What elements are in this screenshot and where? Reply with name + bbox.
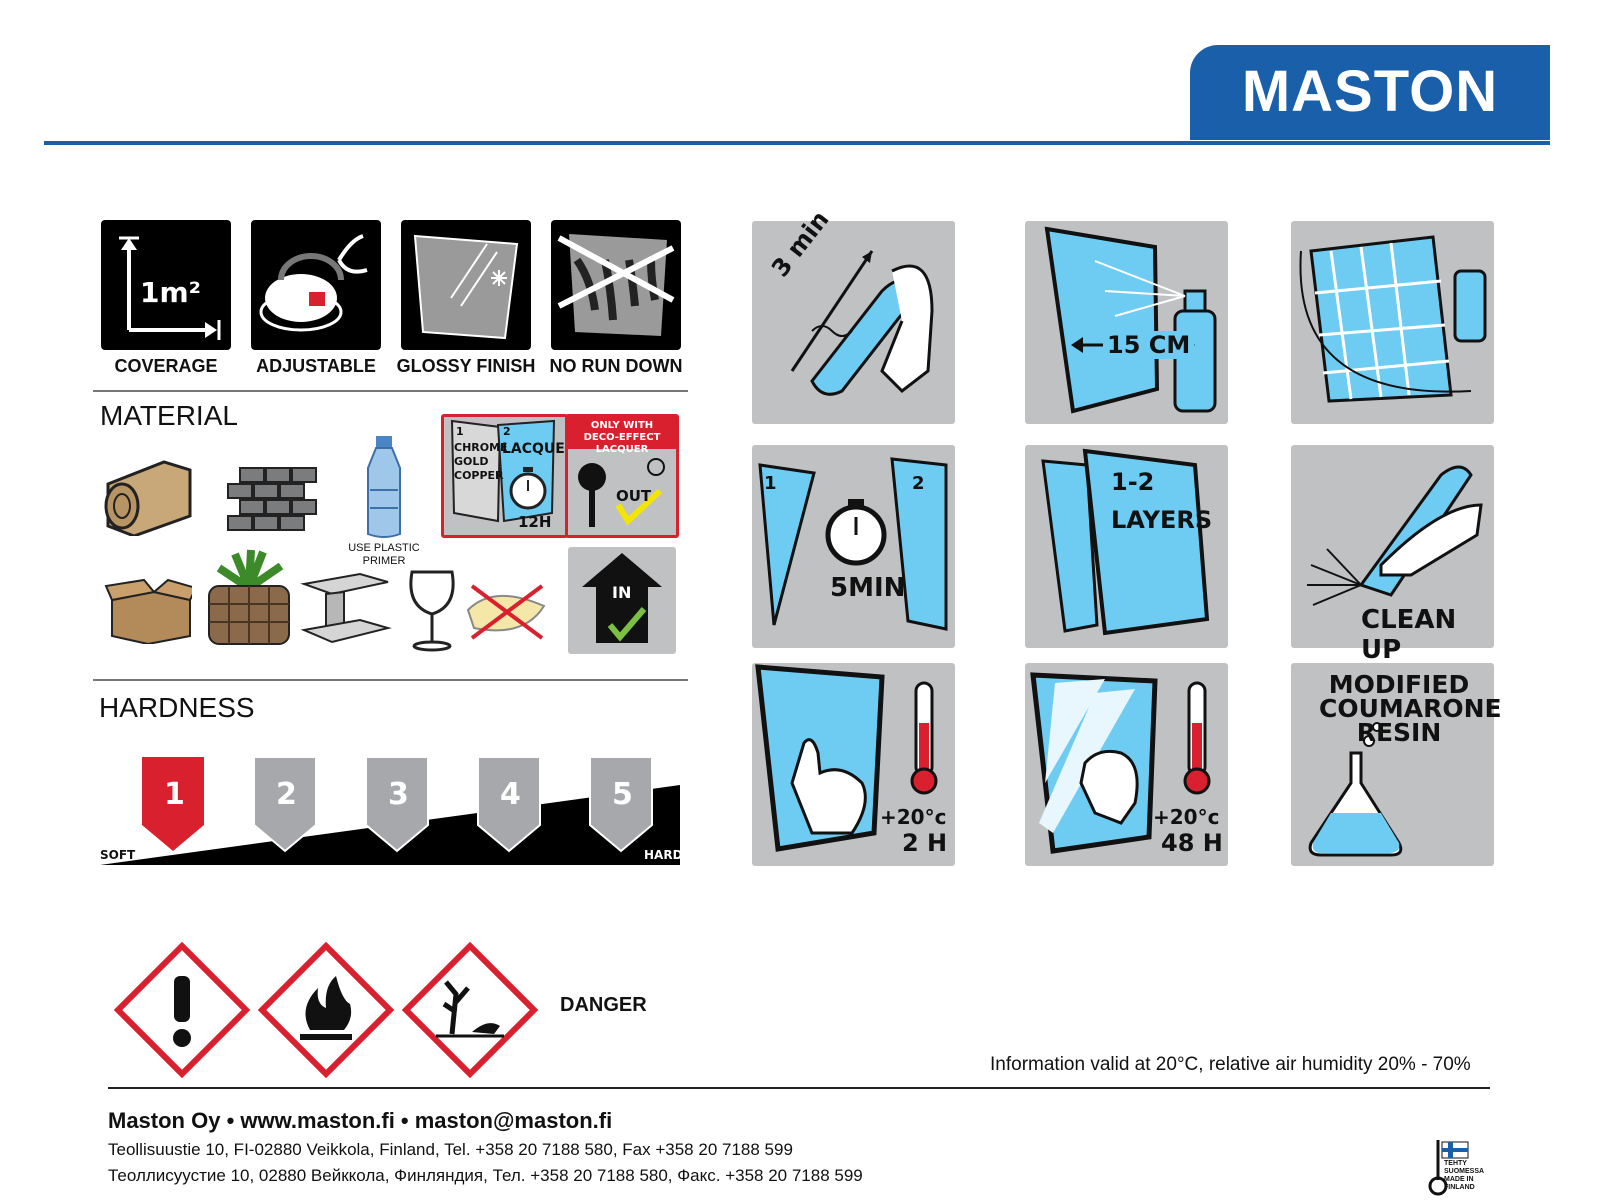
glossy-finish-icon <box>401 220 531 350</box>
indoor-panel: IN <box>568 547 676 654</box>
recoat-step-1: 1 <box>764 473 777 494</box>
handling-dry-time: 48 H <box>1161 829 1223 857</box>
exclamation-hazard-icon <box>113 941 251 1083</box>
wood-icon <box>104 454 194 541</box>
spray-distance-tile: 15 CM <box>1025 221 1228 424</box>
info-note: Information valid at 20°C, relative air … <box>990 1054 1471 1075</box>
touch-dry-temp: +20°c <box>880 805 947 829</box>
footer-company-line: Maston Oy • www.maston.fi • maston@masto… <box>108 1108 613 1133</box>
deco-step-2: 2 <box>503 425 511 438</box>
brick-icon <box>226 466 318 539</box>
outdoor-label: OUT <box>616 487 652 505</box>
spray-pattern-tile <box>1291 221 1494 424</box>
flammable-hazard-icon <box>257 941 395 1083</box>
hardness-title: HARDNESS <box>99 692 255 723</box>
no-run-down-label: NO RUN DOWN <box>549 356 683 376</box>
made-in-finland-key-icon <box>1428 1140 1508 1201</box>
layers-tile: 1-2 LAYERS <box>1025 445 1228 648</box>
deco-lacquer: LACQUER <box>502 441 576 457</box>
clean-up-tile: CLEAN UP <box>1291 445 1494 665</box>
hardness-scale <box>100 755 680 872</box>
metal-beam-icon <box>300 572 392 649</box>
deco-metals: CHROME GOLD COPPER <box>454 441 508 482</box>
recoat-time: 5MIN <box>830 573 906 603</box>
deco-only-header: ONLY WITH DECO-EFFECT LACQUER <box>583 420 661 455</box>
made-in-finland-label: TEHTY SUOMESSA MADE IN FINLAND <box>1444 1160 1484 1191</box>
deco-step-1: 1 <box>456 425 464 438</box>
hardness-level-3: 3 <box>388 777 409 812</box>
adjustable-label: ADJUSTABLE <box>256 356 376 376</box>
handling-dry-temp: +20°c <box>1153 805 1220 829</box>
header-rule <box>44 141 1550 145</box>
hardness-hard-label: HARD <box>644 848 683 862</box>
material-title: MATERIAL <box>100 400 238 431</box>
adjustable-nozzle-icon <box>251 220 381 350</box>
recoat-interval-tile: 1 2 5MIN <box>752 445 955 648</box>
handling-dry-tile: +20°c 48 H <box>1025 663 1228 866</box>
glass-icon <box>404 568 460 657</box>
resin-tile: MODIFIED COUMARONE RESIN <box>1291 663 1502 866</box>
hazard-signal-word: DANGER <box>560 994 647 1016</box>
coverage-icon <box>101 220 231 350</box>
deco-effect-panel: 1 2 CHROME GOLD COPPER LACQUER 12H <box>441 414 576 538</box>
plastic-primer-note: USE PLASTIC PRIMER <box>348 542 420 567</box>
brand-logo-background <box>1190 45 1550 140</box>
hardness-level-5: 5 <box>612 777 633 812</box>
environment-hazard-icon <box>401 941 539 1083</box>
footer-address-ru: Теоллисуустие 10, 02880 Вейккола, Финлян… <box>108 1166 863 1185</box>
coverage-label: COVERAGE <box>114 356 218 376</box>
footer-rule <box>108 1087 1490 1089</box>
hardness-levels: 1 2 3 4 5 <box>100 775 680 835</box>
recoat-step-2: 2 <box>912 473 925 494</box>
shake-tile: 3 min <box>752 206 955 424</box>
resin-label: MODIFIED COUMARONE RESIN <box>1319 670 1502 747</box>
clean-up-label: CLEAN UP <box>1361 605 1457 665</box>
outdoor-panel: ONLY WITH DECO-EFFECT LACQUER OUT <box>565 414 679 538</box>
wicker-basket-icon <box>205 548 293 653</box>
plastic-bottle-icon <box>362 434 406 545</box>
layers-value: 1-2 LAYERS <box>1111 468 1213 534</box>
material-divider <box>93 679 688 681</box>
footer-address-fi: Teollisuustie 10, FI-02880 Veikkola, Fin… <box>108 1140 793 1159</box>
cardboard-icon <box>104 578 198 649</box>
spray-distance-value: 15 CM <box>1103 331 1195 359</box>
touch-dry-time: 2 H <box>902 829 948 857</box>
indoor-label: IN <box>612 583 632 602</box>
coverage-value: 1m² <box>140 276 201 309</box>
hardness-level-2: 2 <box>276 777 297 812</box>
deco-time: 12H <box>518 513 552 531</box>
hardness-level-1: 1 <box>164 777 185 812</box>
touch-dry-tile: +20°c 2 H <box>752 663 955 866</box>
hardness-level-4: 4 <box>500 777 521 812</box>
glossy-finish-label: GLOSSY FINISH <box>396 356 536 376</box>
no-fabric-icon <box>464 580 548 647</box>
no-run-down-icon <box>551 220 681 350</box>
properties-divider <box>93 390 688 392</box>
brand-logo: MASTON <box>1241 59 1499 124</box>
hardness-soft-label: SOFT <box>100 848 136 862</box>
